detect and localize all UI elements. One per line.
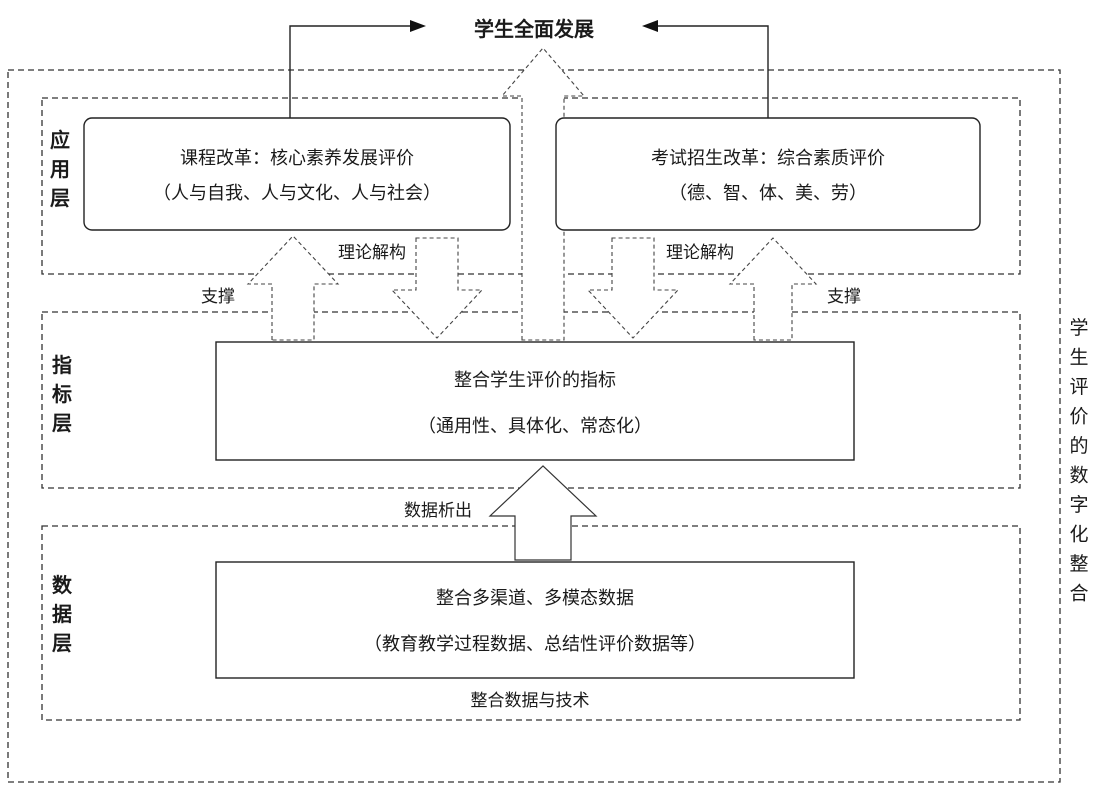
indicator-box	[215, 341, 855, 461]
curriculum-reform-subtitle: （人与自我、人与文化、人与社会）	[153, 183, 441, 204]
support-right-arrow	[728, 237, 818, 341]
right-goal-connector	[656, 25, 769, 118]
exam-reform-subtitle: （德、智、体、美、劳）	[669, 183, 867, 204]
data-layer-frame	[41, 525, 1021, 721]
deconstruct-left-arrow	[390, 237, 484, 339]
outer-integration-label: 学生评价的数字化整合	[1069, 317, 1088, 605]
application-layer-label: 应用层	[50, 128, 70, 210]
left-goal-connector	[289, 25, 414, 118]
curriculum-reform-title: 课程改革：核心素养发展评价	[180, 148, 414, 169]
support-left-arrow	[246, 235, 340, 341]
exam-reform-title: 考试招生改革：综合素质评价	[651, 148, 885, 169]
indicator-title: 整合学生评价的指标	[454, 370, 616, 391]
curriculum-reform-box	[83, 117, 511, 231]
data-to-indicator-arrow	[488, 465, 598, 561]
left-goal-arrowhead	[410, 20, 426, 32]
support-left-label: 支撑	[201, 287, 235, 307]
data-layer-footer: 整合数据与技术	[471, 691, 590, 711]
data-layer-label: 数据层	[52, 573, 73, 655]
data-box	[215, 561, 855, 679]
data-analysis-label: 数据析出	[404, 501, 472, 521]
deconstruct-left-label: 理论解构	[338, 243, 406, 263]
right-goal-arrowhead	[642, 20, 658, 32]
support-right-label: 支撑	[827, 287, 861, 307]
data-subtitle: （教育教学过程数据、总结性评价数据等）	[364, 634, 706, 655]
top-goal-title: 学生全面发展	[474, 17, 594, 41]
indicator-layer-label: 指标层	[52, 353, 72, 435]
exam-reform-box	[555, 117, 981, 231]
deconstruct-right-arrow	[586, 237, 680, 339]
indicator-subtitle: （通用性、具体化、常态化）	[418, 416, 652, 437]
deconstruct-right-label: 理论解构	[666, 243, 734, 263]
data-title: 整合多渠道、多模态数据	[436, 588, 634, 609]
